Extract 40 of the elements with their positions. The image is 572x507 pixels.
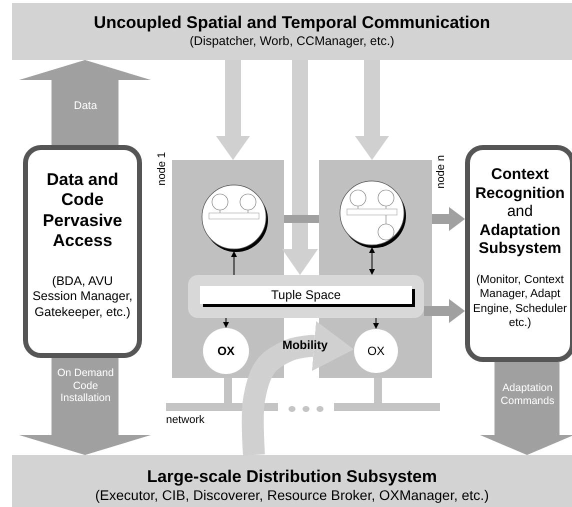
ox-label: OX xyxy=(367,344,385,358)
node-caption: node 1 xyxy=(156,152,168,186)
ox-circle xyxy=(354,329,398,373)
arrow xyxy=(432,207,465,231)
edge-label: Mobility xyxy=(281,338,329,352)
subsystem-panel xyxy=(23,145,142,358)
arrow xyxy=(424,299,465,323)
subsystem-band xyxy=(12,3,572,60)
band-title: Large-scale Distribution Subsystem xyxy=(146,467,438,487)
subsystem-panel xyxy=(465,145,572,362)
component-list: (Dispatcher, Worb, CCManager, etc.) xyxy=(12,33,572,50)
component-list: (Monitor, Context Manager, Adapt Engine, Scheduler etc.) xyxy=(472,272,568,330)
tuple-space-band xyxy=(188,275,424,318)
edge-label: Data xyxy=(72,100,98,114)
panel-heading: Context Recognition and Adaptation Subsystem xyxy=(474,166,566,259)
arrow xyxy=(373,318,379,329)
edge-label: On Demand Code Installation xyxy=(56,367,115,405)
ox-circle xyxy=(203,328,249,374)
node-caption: node n xyxy=(435,155,447,189)
edge-label: Adaptation Commands xyxy=(500,382,556,408)
network-label: network xyxy=(166,414,205,428)
panel-heading: Data and Code Pervasive Access xyxy=(42,170,124,252)
arrow xyxy=(355,60,389,160)
component-list: (BDA, AVU Session Manager, Gatekeeper, etc.) xyxy=(31,274,134,320)
arrow xyxy=(231,251,237,276)
arrow xyxy=(216,60,250,160)
arrow xyxy=(282,60,318,275)
component-circle xyxy=(338,179,406,247)
block-arrow xyxy=(480,362,572,455)
ox-label: OX xyxy=(217,344,235,358)
arrow xyxy=(223,318,229,328)
arrow xyxy=(369,247,375,275)
band-title: Uncoupled Spatial and Temporal Communication xyxy=(92,13,492,33)
block-arrow xyxy=(19,60,151,145)
subsystem-band xyxy=(12,455,572,507)
block-arrow xyxy=(19,358,151,455)
component-circle xyxy=(200,183,268,251)
component-list: (Executor, CIB, Discoverer, Resource Broker, OXManager, etc.) xyxy=(12,487,572,504)
block-arrow xyxy=(242,321,354,456)
tuple-space-bar: Tuple Space xyxy=(200,286,412,304)
